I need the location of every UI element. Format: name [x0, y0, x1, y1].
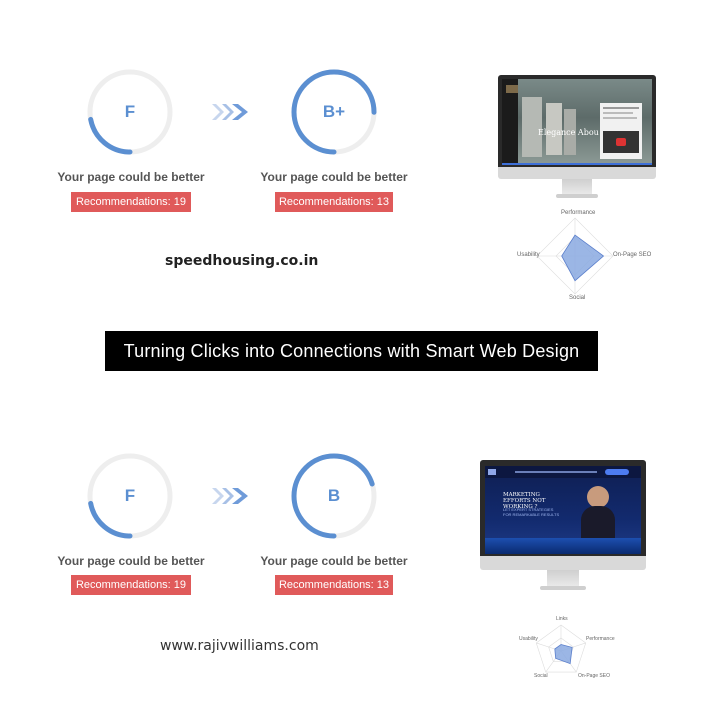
radar-label-performance-2: Performance — [586, 636, 615, 642]
arrow-right-icon — [212, 488, 248, 504]
recommendations-badge-after-2: Recommendations: 13 — [275, 575, 393, 595]
radar-label-performance-1: Performance — [561, 210, 596, 216]
caption-after-2: Your page could be better — [260, 554, 408, 568]
domain-label-1: speedhousing.co.in — [165, 253, 319, 269]
screen-subheadline-2: LET EXPERT STRATEGIES FOR REMARKABLE RES… — [503, 507, 560, 517]
grade-ring-after-1: B+ — [289, 67, 379, 157]
screen-headline-2: MARKETING EFFORTS NOT WORKING ? — [503, 492, 546, 510]
recommendations-badge-before-1: Recommendations: 19 — [71, 192, 191, 212]
contact-button — [605, 469, 629, 475]
caption-after-1: Your page could be better — [260, 170, 408, 184]
radar-label-usability-2: Usability — [519, 636, 538, 642]
score-ring-after-1 — [291, 69, 377, 155]
ring-score-arc — [87, 69, 173, 155]
radar-label-social-1: Social — [569, 295, 586, 301]
screen-headline-1: Elegance Abou — [538, 128, 599, 137]
monitor-2: MARKETING EFFORTS NOT WORKING ? LET EXPE… — [480, 460, 646, 592]
grade-ring-before-1: F — [85, 67, 175, 157]
domain-label-2: www.rajivwilliams.com — [160, 638, 319, 654]
monitor-1: Elegance Abou — [498, 75, 656, 200]
arrow-right-icon — [212, 104, 248, 120]
ring-score-arc — [87, 453, 173, 539]
tagline-banner: Turning Clicks into Connections with Sma… — [105, 331, 598, 371]
site-logo — [488, 469, 496, 475]
radar-label-usability-1: Usability — [517, 252, 540, 258]
radar-grid — [535, 624, 587, 673]
radar-label-links-2: Links — [556, 616, 568, 622]
website-screenshot-1: Elegance Abou — [502, 79, 652, 165]
caption-before-1: Your page could be better — [57, 170, 205, 184]
score-ring-before-1 — [87, 69, 173, 155]
person-photo — [587, 486, 609, 508]
radar-score-area — [561, 234, 605, 282]
grade-after-1: B+ — [322, 102, 346, 121]
ring-score-arc — [291, 69, 377, 155]
score-ring-after-2 — [291, 453, 377, 539]
score-ring-before-2 — [87, 453, 173, 539]
grade-ring-before-2: F — [85, 451, 175, 541]
grade-before-2: F — [124, 486, 136, 505]
radar-grid — [548, 637, 574, 662]
website-screenshot-2: MARKETING EFFORTS NOT WORKING ? LET EXPE… — [485, 466, 641, 554]
grade-after-2: B — [327, 486, 341, 505]
radar-label-social-2: Social — [534, 673, 548, 679]
popup-panel — [600, 103, 642, 159]
caption-before-2: Your page could be better — [57, 554, 205, 568]
radar-chart-2 — [535, 624, 587, 673]
ring-score-arc — [291, 453, 377, 539]
recommendations-badge-after-1: Recommendations: 13 — [275, 192, 393, 212]
grade-before-1: F — [124, 102, 136, 121]
recommendations-badge-before-2: Recommendations: 19 — [71, 575, 191, 595]
radar-score-area — [554, 644, 573, 665]
radar-label-onpage-seo-2: On-Page SEO — [578, 673, 610, 679]
site-logo — [506, 85, 518, 93]
grade-ring-after-2: B — [289, 451, 379, 541]
play-icon — [616, 138, 626, 146]
radar-label-onpage-seo-1: On-Page SEO — [613, 252, 652, 258]
radar-chart-1 — [536, 217, 614, 295]
